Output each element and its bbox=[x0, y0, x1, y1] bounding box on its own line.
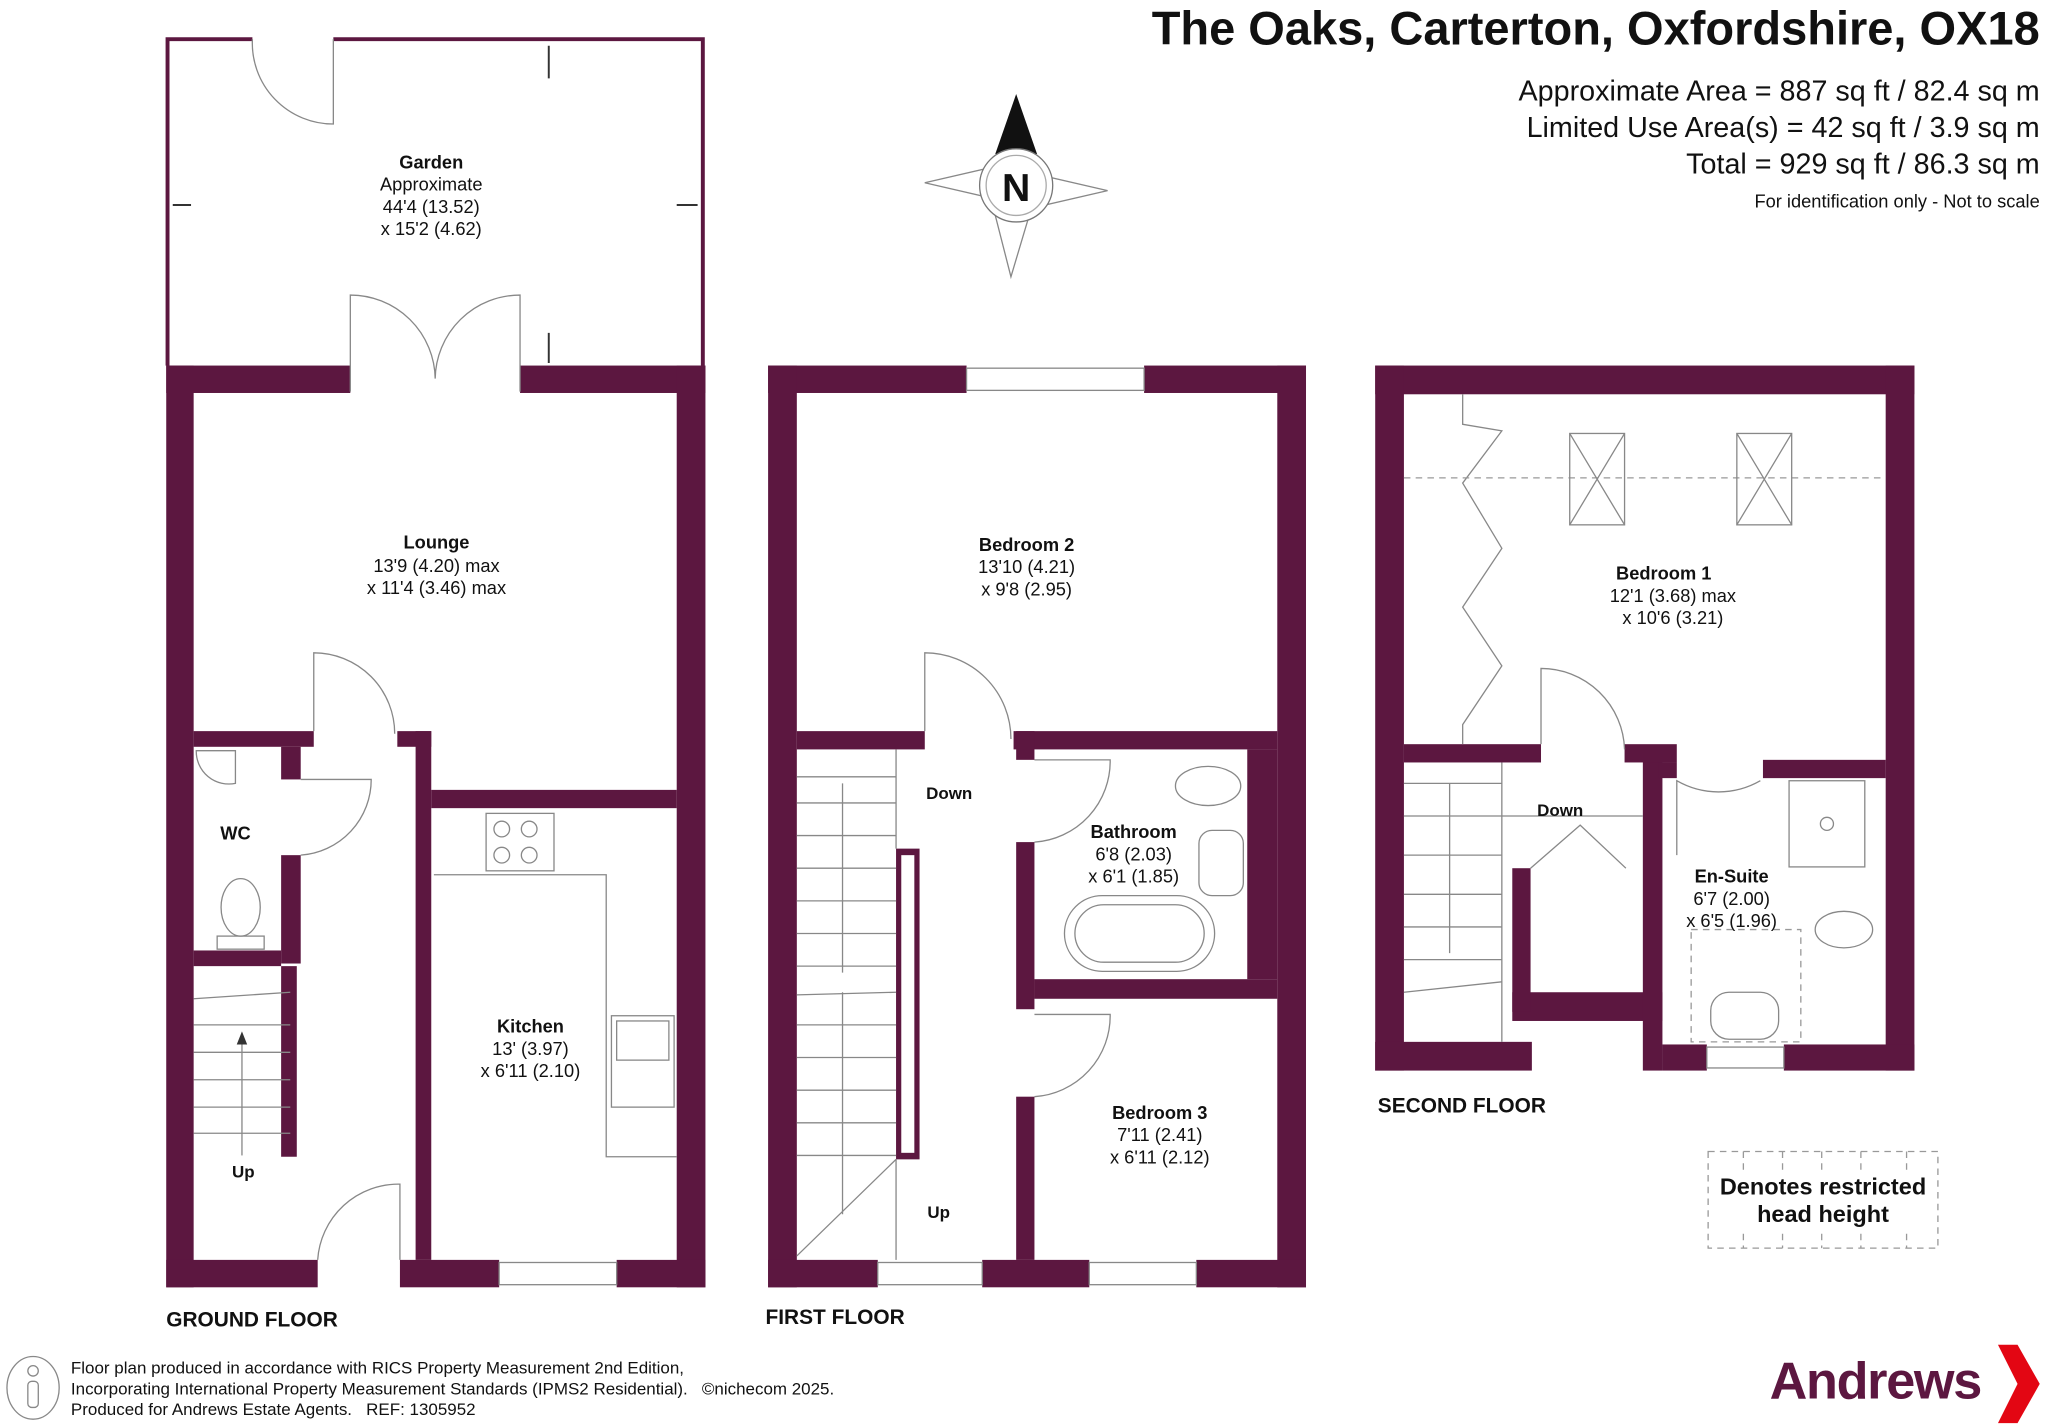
first-floor: Bedroom 2 13'10 (4.21) x 9'8 (2.95) Bath… bbox=[765, 365, 1307, 1329]
stairs-up-label: Up bbox=[927, 1203, 950, 1222]
stairs-down-label: Down bbox=[1537, 801, 1583, 820]
total-area: Total = 929 sq ft / 86.3 sq m bbox=[1686, 149, 2040, 181]
page-title: The Oaks, Carterton, Oxfordshire, OX18 bbox=[1152, 1, 2040, 54]
bedroom1-dim-2: x 10'6 (3.21) bbox=[1622, 607, 1723, 628]
ensuite-dim-1: 6'7 (2.00) bbox=[1693, 888, 1770, 909]
stairs-down-label: Down bbox=[926, 784, 972, 803]
bedroom3-dim-1: 7'11 (2.41) bbox=[1117, 1124, 1202, 1145]
disclaimer: For identification only - Not to scale bbox=[1754, 191, 2039, 212]
compass-icon: N bbox=[924, 94, 1108, 280]
second-floor-label: SECOND FLOOR bbox=[1378, 1094, 1546, 1117]
bedroom1-dim-1: 12'1 (3.68) max bbox=[1610, 585, 1736, 606]
ensuite-dim-2: x 6'5 (1.96) bbox=[1686, 910, 1777, 931]
kitchen-dim-1: 13' (3.97) bbox=[492, 1038, 569, 1059]
garden-dim-1: 44'4 (13.52) bbox=[383, 196, 480, 217]
garden-note: Approximate bbox=[380, 174, 483, 195]
bathroom-name: Bathroom bbox=[1091, 821, 1177, 842]
restricted-height-legend: Denotes restricted head height bbox=[1707, 1150, 1939, 1249]
lounge-dim-1: 13'9 (4.20) max bbox=[373, 555, 499, 576]
kitchen-name: Kitchen bbox=[497, 1016, 564, 1037]
footer-line-2: Incorporating International Property Mea… bbox=[71, 1379, 834, 1398]
first-floor-label: FIRST FLOOR bbox=[765, 1306, 904, 1329]
rics-badge-icon bbox=[6, 1355, 60, 1420]
kitchen-dim-2: x 6'11 (2.10) bbox=[481, 1060, 581, 1081]
second-floor: Bedroom 1 12'1 (3.68) max x 10'6 (3.21) … bbox=[1375, 365, 1915, 1117]
svg-text:N: N bbox=[1002, 167, 1030, 210]
bedroom1-name: Bedroom 1 bbox=[1616, 563, 1711, 584]
bedroom2-dim-1: 13'10 (4.21) bbox=[978, 556, 1075, 577]
stairs-up-label: Up bbox=[232, 1163, 255, 1182]
lounge-name: Lounge bbox=[404, 531, 470, 552]
bathroom-dim-1: 6'8 (2.03) bbox=[1095, 843, 1172, 864]
ground-floor: Garden Approximate 44'4 (13.52) x 15'2 (… bbox=[165, 37, 706, 1331]
garden-name: Garden bbox=[399, 151, 463, 172]
bathroom-dim-2: x 6'1 (1.85) bbox=[1088, 866, 1179, 887]
footer-line-1: Floor plan produced in accordance with R… bbox=[71, 1358, 684, 1377]
chevron-right-icon bbox=[1997, 1344, 2040, 1424]
bedroom3-dim-2: x 6'11 (2.12) bbox=[1110, 1146, 1210, 1167]
bedroom2-dim-2: x 9'8 (2.95) bbox=[981, 578, 1072, 599]
ground-floor-label: GROUND FLOOR bbox=[166, 1308, 338, 1331]
lounge-dim-2: x 11'4 (3.46) max bbox=[367, 577, 506, 598]
wc-name: WC bbox=[220, 822, 250, 843]
bedroom2-name: Bedroom 2 bbox=[979, 534, 1074, 555]
legend-text-1: Denotes restricted bbox=[1720, 1174, 1926, 1200]
footer-line-3: Produced for Andrews Estate Agents. REF:… bbox=[71, 1400, 476, 1419]
bedroom3-name: Bedroom 3 bbox=[1112, 1102, 1207, 1123]
legend-text-2: head height bbox=[1757, 1201, 1889, 1227]
limited-use-area: Limited Use Area(s) = 42 sq ft / 3.9 sq … bbox=[1527, 112, 2040, 144]
garden-dim-2: x 15'2 (4.62) bbox=[381, 218, 482, 239]
andrews-logo-text: Andrews bbox=[1770, 1352, 1981, 1410]
approx-area: Approximate Area = 887 sq ft / 82.4 sq m bbox=[1519, 76, 2040, 108]
ensuite-name: En-Suite bbox=[1695, 866, 1769, 887]
andrews-logo: Andrews bbox=[1770, 1344, 2040, 1424]
